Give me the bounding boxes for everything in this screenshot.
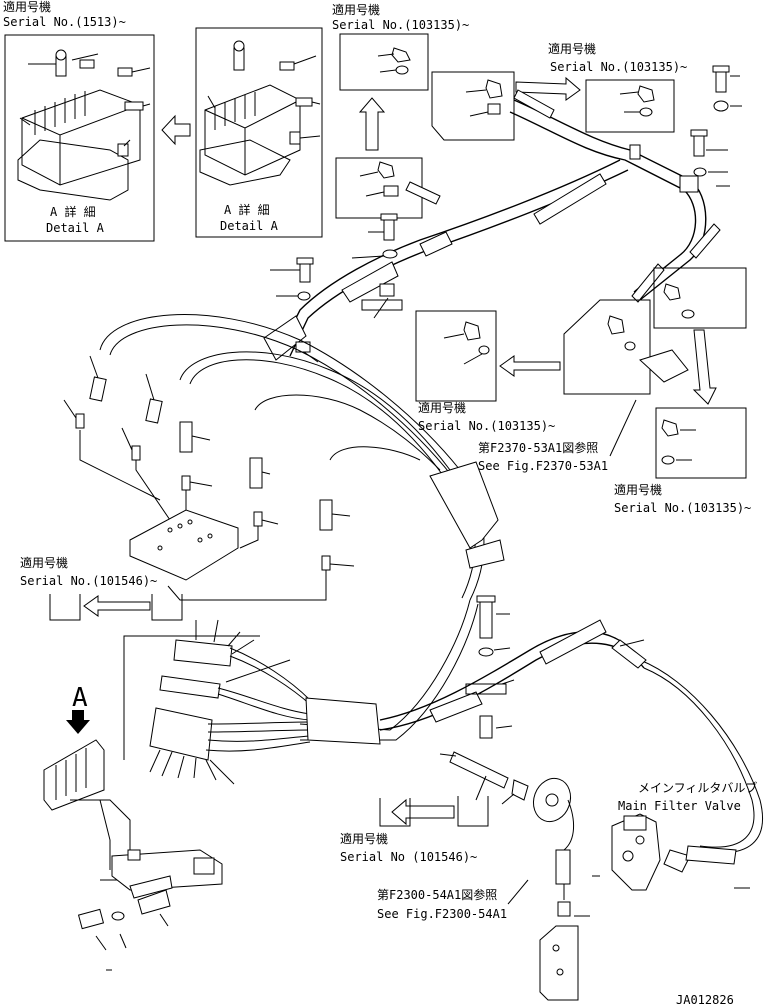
callout-top-center: 適用号機 Serial No.(103135)~ [332,2,469,91]
clamp-assembly-upper [270,213,403,363]
callouts-bottom-center-applicable-machines-jp-label: 適用号機 [340,831,388,846]
detail-en: Detail A [220,219,279,233]
hose-upper-route [263,89,721,361]
callouts-top-center-serial-label: Serial No.(103135)~ [332,18,469,32]
callout-mid-center: 適用号機 Serial No.(103135)~ [415,310,555,433]
bottom-center-fittings [439,751,574,851]
arrow-up-icon [358,97,386,151]
filter-valve-en: Main Filter Valve [618,799,741,813]
filter-valve-jp: メインフィルタバルブ [638,780,757,795]
reference-en: See Fig.F2370-53A1 [478,459,608,473]
view-marker: A [72,683,88,713]
reference-leader [507,879,529,905]
control-valve-assembly [43,739,223,971]
detail-a-right: A 詳 細 Detail A [195,27,323,238]
reference-jp: 第F2370-53A1図参照 [478,440,598,455]
callout-top-right: 適用号機 Serial No.(103135)~ [548,41,687,133]
callouts-top-right-serial-label: Serial No.(103135)~ [550,60,687,74]
reference-jp: 第F2300-54A1図参照 [377,887,497,902]
arrow-left-icon [499,355,561,377]
callout-bottom-center: 適用号機 Serial No (101546)~ [340,796,489,864]
fitting-box-center [431,71,515,141]
detail-jp: A 詳 細 [50,204,96,219]
callouts-bottom-center-serial-label: Serial No (101546)~ [340,850,477,864]
hose-group-lower [123,619,381,785]
reference-leader [609,399,637,457]
hose-lower-right [379,595,763,854]
fitting-box-right [563,267,747,395]
callouts-top-right-applicable-machines-jp-label: 適用号機 [548,41,596,56]
callouts-left-mid-serial-label: Serial No.(101546)~ [20,574,157,588]
arrow-left-icon [391,798,455,826]
main-filter-valve: メインフィルタバルブ Main Filter Valve [611,780,757,891]
detail-jp: A 詳 細 [224,202,270,217]
reference-en: See Fig.F2300-54A1 [377,907,507,921]
callouts-top-center-applicable-machines-jp-label: 適用号機 [332,2,380,17]
valve-plate [129,509,239,581]
callouts-mid-right-applicable-machines-jp-label: 適用号機 [614,482,662,497]
detail-en: Detail A [46,221,105,235]
hose-bundle-loop [99,314,505,741]
arrow-left-icon [161,114,191,146]
callout-serial: Serial No.(1513)~ [3,15,126,29]
callout-left-mid: 適用号機 Serial No.(101546)~ [20,555,183,621]
valve-plate-ports [157,519,213,551]
callouts-mid-center-applicable-machines-jp-label: 適用号機 [418,400,466,415]
bolt-stack-right [690,65,742,187]
callouts-mid-right-serial-label: Serial No.(103135)~ [614,501,751,515]
detail-a-left: 適用号機 Serial No.(1513)~ A 詳 細 Detail A [3,0,155,242]
callouts-left-mid-applicable-machines-jp-label: 適用号機 [20,555,68,570]
arrow-down-icon [66,710,90,734]
drawing-number: JA012826 [676,993,734,1007]
callouts-mid-center-serial-label: Serial No.(103135)~ [418,419,555,433]
callout-jp: 適用号機 [3,0,51,14]
pressure-block-assembly [539,849,600,1001]
arrow-right-icon [515,76,581,101]
arrow-down-icon [692,329,717,405]
arrow-left-icon [83,595,151,617]
callout-mid-right: 適用号機 Serial No.(103135)~ [614,407,751,515]
